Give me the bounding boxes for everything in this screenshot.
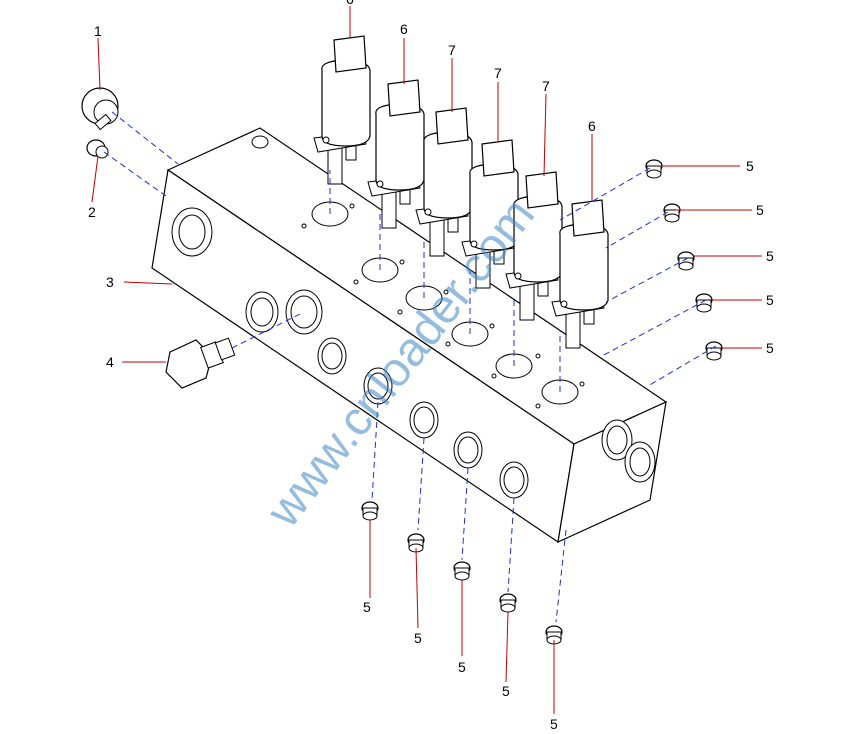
small-plugs-item-5 <box>361 159 723 645</box>
callout-6a: 6 <box>400 21 408 37</box>
callout-5-r1: 5 <box>746 158 754 174</box>
callout-5-r3: 5 <box>766 248 774 264</box>
callout-7b: 7 <box>494 65 502 81</box>
solenoid-valve <box>505 171 563 321</box>
plug-item-5 <box>499 593 517 613</box>
plug-item-1 <box>81 87 119 131</box>
plug-item-5 <box>695 293 713 313</box>
callout-5-b1: 5 <box>363 599 371 615</box>
callout-4: 4 <box>106 354 114 370</box>
solenoid-valve <box>313 35 371 185</box>
callout-5-b4: 5 <box>502 683 510 699</box>
callout-3: 3 <box>106 274 114 290</box>
relief-valve-item-4 <box>165 337 236 389</box>
callout-5-r2: 5 <box>756 202 764 218</box>
solenoid-valves <box>313 35 609 349</box>
solenoid-valve <box>461 139 519 289</box>
plug-item-5 <box>705 341 723 361</box>
callout-labels: 6 1 2 3 4 6 7 7 7 6 5 5 5 5 5 5 5 5 5 5 <box>88 0 774 732</box>
plug-item-5 <box>361 501 379 521</box>
plug-item-5 <box>663 203 681 223</box>
plug-item-5 <box>453 561 471 581</box>
solenoid-valve <box>415 107 473 257</box>
manifold-front-ports <box>245 289 529 499</box>
callout-5-r5: 5 <box>766 340 774 356</box>
callout-5-r4: 5 <box>766 292 774 308</box>
solenoid-valve <box>551 199 609 349</box>
callout-2: 2 <box>88 204 96 220</box>
plug-item-5 <box>677 251 695 271</box>
callout-5-b5: 5 <box>550 716 558 732</box>
plug-item-2 <box>86 139 109 159</box>
callout-7c: 7 <box>542 78 550 94</box>
callout-7a: 7 <box>448 42 456 58</box>
assembly-dash-lines <box>103 111 717 623</box>
callout-6b: 6 <box>588 118 596 134</box>
leader-lines <box>91 6 762 714</box>
solenoid-valve <box>367 79 425 229</box>
plug-item-5 <box>645 159 663 179</box>
callout-1: 1 <box>94 23 102 39</box>
callout-6-top: 6 <box>346 0 354 7</box>
callout-5-b2: 5 <box>414 630 422 646</box>
callout-5-b3: 5 <box>458 659 466 675</box>
